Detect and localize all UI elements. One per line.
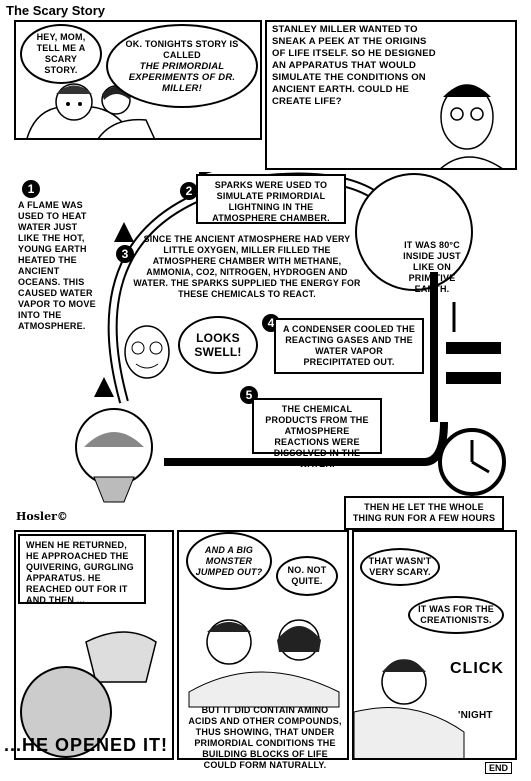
opened-it-exclaim: ...HE OPENED IT!: [4, 735, 169, 755]
step-4-text: A CONDENSER COOLED THE REACTING GASES AN…: [282, 324, 416, 367]
mom-not-quite-bubble: NO. NOT QUITE.: [276, 556, 338, 596]
chamber-temperature-text: IT WAS 80°C INSIDE JUST LIKE ON PRIMITIV…: [403, 240, 461, 294]
step-2-box: SPARKS WERE USED TO SIMULATE PRIMORDIAL …: [196, 174, 346, 224]
step-3-number: 3: [116, 245, 134, 263]
miller-portrait: [440, 84, 503, 168]
mom-speech-lead: OK. TONIGHTS STORY IS CALLED: [125, 38, 239, 60]
miller-intro-narration: STANLEY MILLER WANTED TO SNEAK A PEEK AT…: [272, 24, 436, 107]
step-3-text: SINCE THE ANCIENT ATMOSPHERE HAD VERY LI…: [133, 234, 361, 299]
miller-face-icon: [118, 322, 176, 386]
step-1-text: A FLAME WAS USED TO HEAT WATER JUST LIKE…: [18, 200, 96, 331]
kid-monster-text: AND A BIG MONSTER JUMPED OUT?: [195, 544, 263, 577]
step-5-box: THE CHEMICAL PRODUCTS FROM THE ATMOSPHER…: [252, 398, 382, 469]
kid-not-scary-bubble: THAT WASN'T VERY SCARY.: [360, 548, 440, 586]
kid-mom-reaction-drawing: [188, 619, 340, 708]
step-5-text: THE CHEMICAL PRODUCTS FROM THE ATMOSPHER…: [265, 404, 369, 469]
kid-not-scary-text: THAT WASN'T VERY SCARY.: [368, 556, 432, 577]
clock-caption-box: THEN HE LET THE WHOLE THING RUN FOR A FE…: [344, 496, 504, 530]
clock-caption-text: THEN HE LET THE WHOLE THING RUN FOR A FE…: [352, 502, 496, 523]
apparatus-opening-drawing: [20, 631, 157, 758]
kid-monster-bubble: AND A BIG MONSTER JUMPED OUT?: [186, 532, 272, 590]
panel4-narration: BUT IT DID CONTAIN AMINO ACIDS AND OTHER…: [188, 705, 342, 770]
page-title: The Scary Story: [6, 3, 105, 18]
step-4-box: A CONDENSER COOLED THE REACTING GASES AN…: [274, 318, 424, 374]
click-sfx: CLICK: [450, 660, 504, 677]
miller-speech-bubble: LOOKS SWELL!: [178, 316, 258, 374]
mom-creationists-text: IT WAS FOR THE CREATIONISTS.: [418, 604, 494, 625]
panel3-narration-text: WHEN HE RETURNED, HE APPROACHED THE QUIV…: [26, 540, 134, 605]
mom-creationists-bubble: IT WAS FOR THE CREATIONISTS.: [408, 596, 504, 634]
kid-speech-text: HEY, MOM, TELL ME A SCARY STORY.: [36, 32, 86, 75]
mom-speech-bubble: OK. TONIGHTS STORY IS CALLED THE PRIMORD…: [106, 24, 258, 108]
kid-speech-bubble: HEY, MOM, TELL ME A SCARY STORY.: [20, 24, 102, 84]
mom-night-text: 'NIGHT: [458, 710, 493, 721]
panel3-narration-box: WHEN HE RETURNED, HE APPROACHED THE QUIV…: [18, 534, 146, 605]
kid-in-bed-drawing: [354, 659, 465, 758]
mom-not-quite-text: NO. NOT QUITE.: [287, 565, 327, 586]
step-2-text: SPARKS WERE USED TO SIMULATE PRIMORDIAL …: [212, 180, 330, 223]
step-2-number: 2: [180, 182, 198, 200]
panel-miller-intro: [265, 20, 517, 170]
end-mark: END: [485, 762, 513, 774]
artist-signature: Hosler©: [16, 510, 68, 523]
mom-speech-story-title: THE PRIMORDIAL EXPERIMENTS OF DR. MILLER…: [128, 60, 236, 94]
mom-kid-drawing: [26, 83, 156, 138]
miller-speech-text: LOOKS SWELL!: [194, 331, 242, 359]
step-1-number: 1: [22, 180, 40, 198]
